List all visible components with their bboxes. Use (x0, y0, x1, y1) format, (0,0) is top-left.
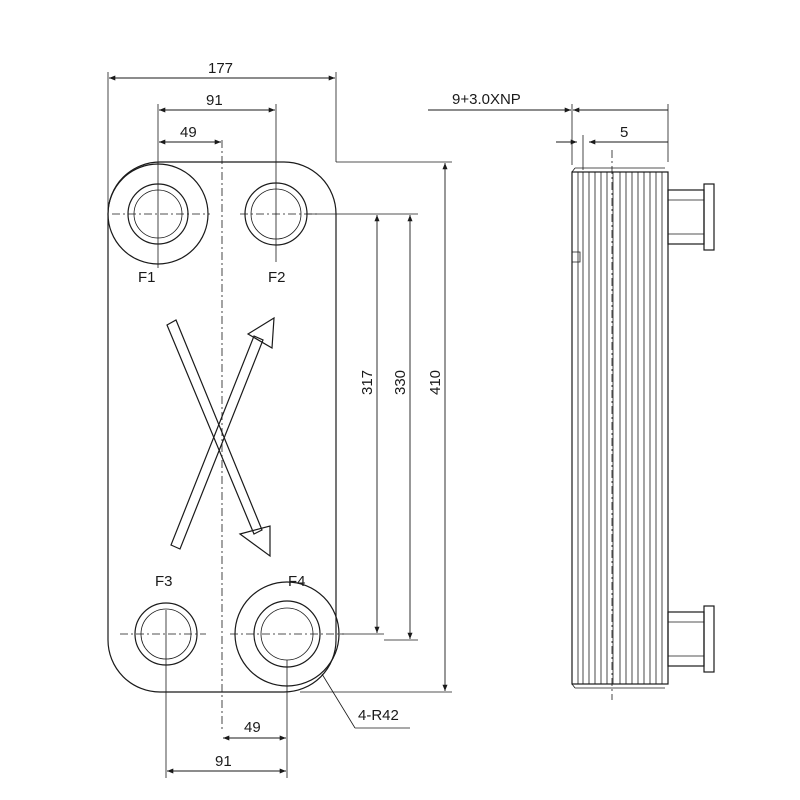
plate-lines (577, 172, 663, 684)
svg-text:5: 5 (620, 124, 628, 141)
svg-text:91: 91 (206, 92, 223, 109)
port-label-f2: F2 (268, 269, 286, 286)
dimension-330: 330 (384, 213, 418, 641)
svg-text:330: 330 (392, 370, 409, 395)
side-view: 9+3.0XNP 5 (428, 91, 715, 700)
svg-text:317: 317 (359, 370, 376, 395)
dimension-49-bottom: 49 (223, 660, 288, 745)
svg-text:4-R42: 4-R42 (358, 707, 399, 724)
dimension-177: 177 (107, 60, 337, 210)
dimension-91-top: 91 (157, 92, 277, 190)
dimension-thickness: 9+3.0XNP (428, 91, 669, 165)
front-view: F1 F2 F3 F4 177 91 49 49 (107, 60, 452, 778)
port-label-f4: F4 (288, 573, 306, 590)
connector-top (667, 183, 715, 251)
port-label-f3: F3 (155, 573, 173, 590)
svg-text:410: 410 (427, 370, 444, 395)
svg-text:177: 177 (208, 60, 233, 77)
svg-text:91: 91 (215, 753, 232, 770)
svg-text:9+3.0XNP: 9+3.0XNP (452, 91, 521, 108)
svg-text:49: 49 (180, 124, 197, 141)
dimension-91-bottom: 91 (165, 660, 288, 778)
radius-callout: 4-R42 (321, 673, 410, 729)
dimension-317: 317 (306, 213, 384, 635)
dimension-410: 410 (300, 161, 452, 693)
svg-text:49: 49 (244, 719, 261, 736)
dimension-49-top: 49 (159, 124, 221, 145)
port-label-f1: F1 (138, 269, 156, 286)
dimension-offset: 5 (556, 124, 668, 170)
flow-arrows (166, 316, 275, 558)
connector-bottom (667, 605, 715, 673)
